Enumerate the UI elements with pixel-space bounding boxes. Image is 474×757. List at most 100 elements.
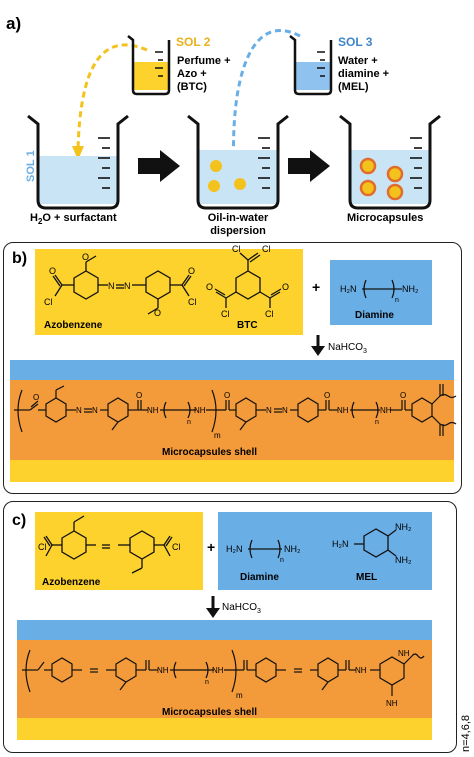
btc-structure (214, 252, 282, 308)
svg-text:N: N (266, 406, 272, 415)
microcapsule (359, 179, 377, 197)
svg-text:NH: NH (194, 406, 206, 415)
svg-text:H₂N: H₂N (332, 539, 349, 549)
mel-structure (354, 528, 397, 558)
svg-text:Cl: Cl (172, 542, 181, 552)
microcapsule (386, 165, 404, 183)
svg-text:Cl: Cl (232, 244, 241, 254)
svg-text:Cl: Cl (188, 297, 197, 307)
diamine-bracket-c (248, 539, 282, 559)
svg-text:NH₂: NH₂ (284, 544, 301, 554)
svg-text:H₂N: H₂N (340, 284, 357, 294)
process-arrow-1 (138, 150, 180, 182)
svg-text:O: O (224, 391, 230, 400)
panel-a-letter: a) (6, 14, 22, 33)
svg-text:O: O (33, 393, 39, 402)
sol2-label: SOL 2 (176, 35, 211, 49)
svg-text:NH: NH (355, 666, 367, 675)
svg-text:N: N (92, 406, 98, 415)
shell-band-orange-c (17, 640, 432, 718)
beaker-3 (339, 114, 441, 210)
process-arrow-2 (288, 150, 330, 182)
svg-text:n: n (375, 419, 379, 426)
svg-text:NaHCO: NaHCO (222, 602, 257, 613)
beaker-sol2 (127, 35, 171, 96)
diamine-label-c: Diamine (240, 572, 279, 583)
svg-text:N: N (282, 406, 288, 415)
shell-band-yellow-b (10, 460, 454, 482)
svg-text:O: O (324, 391, 330, 400)
sol1-label: SOL 1 (25, 150, 37, 182)
svg-text:NH: NH (398, 649, 410, 658)
shell-label-b: Microcapsules shell (162, 447, 257, 458)
svg-text:O: O (154, 308, 161, 318)
svg-text:O: O (49, 266, 56, 276)
svg-text:m: m (236, 691, 243, 700)
shell-band-orange-b (10, 380, 454, 460)
microcapsule (386, 183, 404, 201)
side-note-svg: n=4,6,8 (460, 715, 472, 752)
sol2-contents: Perfume + Azo + (BTC) (177, 55, 231, 93)
step3-label: Microcapsules (347, 212, 424, 224)
svg-text:n: n (280, 557, 284, 564)
diamine-label: Diamine (355, 310, 394, 321)
shell-band-blue-b (10, 360, 454, 380)
svg-text:3: 3 (363, 348, 367, 355)
svg-text:NH: NH (386, 699, 398, 708)
svg-text:N: N (76, 406, 82, 415)
oil-droplet (210, 160, 222, 172)
mel-label: MEL (356, 572, 377, 583)
plus-sign-c: + (207, 539, 215, 555)
svg-text:O: O (136, 391, 142, 400)
azobenzene-structure-c (43, 515, 173, 574)
svg-text:Cl: Cl (38, 542, 47, 552)
azobenzene-structure (52, 255, 192, 315)
panel-c-structures: Cl Cl Azobenzene + H₂N n NH₂ Diamine H₂N… (38, 515, 412, 618)
svg-text:Cl: Cl (221, 309, 230, 319)
svg-text:m: m (214, 431, 221, 440)
svg-text:NH: NH (157, 666, 169, 675)
sol3-contents: Water + diamine + (MEL) (338, 55, 390, 93)
svg-text:3: 3 (257, 608, 261, 615)
azobenzene-label-c: Azobenzene (42, 577, 101, 588)
plus-sign: + (312, 279, 320, 295)
svg-text:NaHCO: NaHCO (328, 342, 363, 353)
beaker-sol3 (289, 35, 333, 96)
step2-label: Oil-in-water dispersion (207, 212, 269, 237)
diamine-bracket (362, 279, 402, 299)
svg-text:O: O (188, 266, 195, 276)
shell-band-blue-c (17, 620, 432, 640)
beaker-1 (27, 114, 129, 210)
svg-text:Cl: Cl (262, 244, 271, 254)
svg-text:O: O (400, 391, 406, 400)
panel-a-illustration: SOL 1 SOL 2 SOL 3 (25, 29, 441, 210)
svg-text:NH₂: NH₂ (402, 284, 419, 294)
dashed-arrow-sol2 (76, 43, 148, 151)
shell-structure-b: O N N O NH n NH m O N N O NH n NH O Micr… (14, 384, 457, 458)
panel-b-letter: b) (12, 250, 28, 267)
reactant-box-diamine (330, 260, 432, 325)
svg-text:NH: NH (147, 406, 159, 415)
shell-structure-c: m NH n NH NH NH NH Microcapsules shell (22, 649, 425, 718)
svg-text:Cl: Cl (44, 297, 53, 307)
svg-text:H₂N: H₂N (226, 544, 243, 554)
arrowhead-sol2 (72, 146, 84, 160)
btc-label: BTC (237, 320, 258, 331)
reactant-box-azo-c (35, 512, 203, 590)
reactant-box-diamine-mel (218, 512, 432, 590)
svg-text:n: n (187, 419, 191, 426)
svg-text:N: N (124, 281, 131, 291)
svg-text:Cl: Cl (265, 309, 274, 319)
panel-c-letter: c) (12, 512, 27, 529)
n-values-note: n=4,6,8 (460, 715, 472, 752)
microcapsule (359, 157, 377, 175)
shell-label-c: Microcapsules shell (162, 707, 257, 718)
svg-text:N: N (108, 281, 115, 291)
azobenzene-label: Azobenzene (44, 320, 103, 331)
oil-droplet (234, 178, 246, 190)
svg-text:n: n (395, 297, 399, 304)
svg-text:NH: NH (380, 406, 392, 415)
svg-text:NH: NH (337, 406, 349, 415)
sol3-label: SOL 3 (338, 35, 373, 49)
svg-text:NH₂: NH₂ (395, 522, 412, 532)
